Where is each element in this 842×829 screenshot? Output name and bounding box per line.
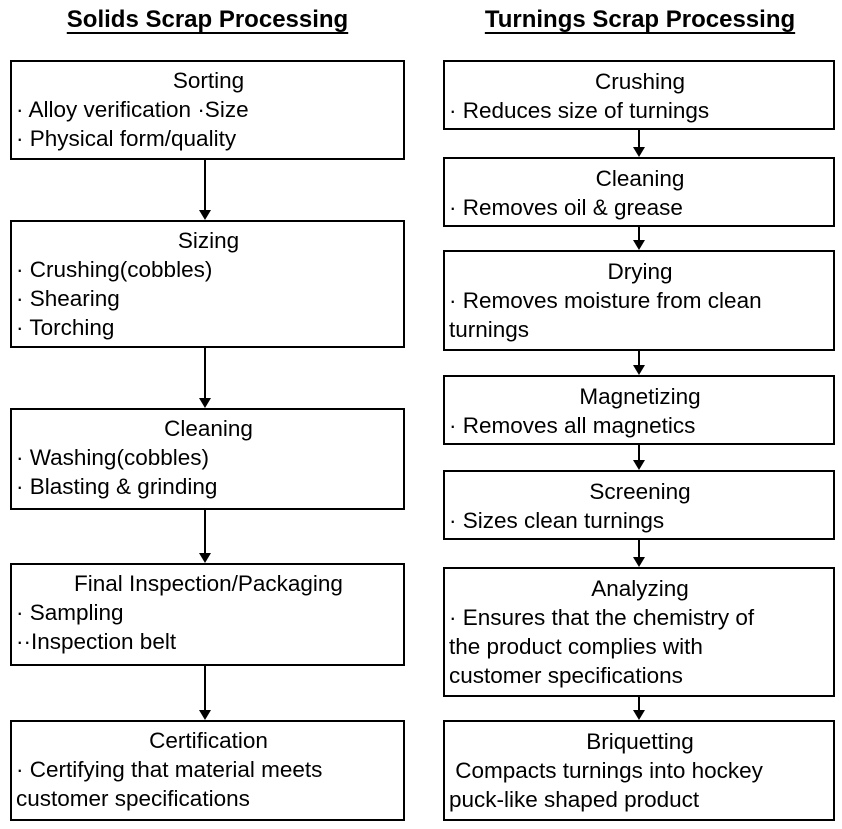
flow-arrow xyxy=(633,445,645,470)
step-detail: · Physical form/quality xyxy=(16,126,237,151)
step-final-inspection-box: Final Inspection/Packaging · Sampling ··… xyxy=(10,563,405,666)
step-title: Briquetting xyxy=(586,729,694,754)
step-analyzing-box: Analyzing · Ensures that the chemistry o… xyxy=(443,567,835,697)
step-detail: · Crushing(cobbles) xyxy=(16,257,213,282)
step-certification-box: Certification · Certifying that material… xyxy=(10,720,405,821)
flow-arrow xyxy=(199,510,211,563)
flow-arrow xyxy=(633,540,645,567)
flow-arrow xyxy=(633,351,645,375)
step-title: Certification xyxy=(149,728,268,753)
step-detail: the product complies with xyxy=(449,634,703,659)
step-screening-box: Screening · Sizes clean turnings xyxy=(443,470,835,540)
step-cleaning-turnings-box: Cleaning · Removes oil & grease xyxy=(443,157,835,227)
flow-arrow xyxy=(199,666,211,720)
step-drying-box: Drying · Removes moisture from clean tur… xyxy=(443,250,835,351)
turnings-column-title: Turnings Scrap Processing xyxy=(484,6,796,33)
flow-arrow xyxy=(633,227,645,250)
step-title: Sorting xyxy=(172,68,245,93)
step-title: Cleaning xyxy=(595,166,685,191)
step-detail: puck-like shaped product xyxy=(449,787,700,812)
step-detail: · Certifying that material meets xyxy=(16,757,323,782)
step-sizing-box: Sizing · Crushing(cobbles) · Shearing · … xyxy=(10,220,405,348)
step-detail: Compacts turnings into hockey xyxy=(449,758,763,783)
step-title: Magnetizing xyxy=(579,384,701,409)
step-detail: · Removes moisture from clean xyxy=(449,288,762,313)
step-detail: ··Inspection belt xyxy=(16,629,177,654)
step-detail: · Torching xyxy=(16,315,115,340)
flow-arrow xyxy=(199,348,211,408)
step-detail: · Sizes clean turnings xyxy=(449,508,665,533)
step-magnetizing-box: Magnetizing · Removes all magnetics xyxy=(443,375,835,445)
step-detail: · Alloy verification ·Size xyxy=(16,97,249,122)
step-title: Drying xyxy=(607,259,673,284)
step-sorting-box: Sorting · Alloy verification ·Size · Phy… xyxy=(10,60,405,160)
step-cleaning-box: Cleaning · Washing(cobbles) · Blasting &… xyxy=(10,408,405,510)
step-detail: customer specifications xyxy=(449,663,683,688)
step-detail: · Ensures that the chemistry of xyxy=(449,605,755,630)
flow-arrow xyxy=(633,130,645,157)
step-briquetting-box: Briquetting Compacts turnings into hocke… xyxy=(443,720,835,821)
step-detail: · Removes all magnetics xyxy=(449,413,696,438)
solids-column-title: Solids Scrap Processing xyxy=(66,6,349,33)
step-detail: · Washing(cobbles) xyxy=(16,445,209,470)
flow-arrow xyxy=(633,697,645,720)
step-title: Screening xyxy=(589,479,691,504)
flow-arrow xyxy=(199,160,211,220)
step-title: Final Inspection/Packaging xyxy=(74,571,343,596)
step-detail: customer specifications xyxy=(16,786,250,811)
step-detail: · Removes oil & grease xyxy=(449,195,683,220)
step-title: Analyzing xyxy=(591,576,689,601)
step-detail: · Blasting & grinding xyxy=(16,474,218,499)
step-detail: turnings xyxy=(449,317,530,342)
step-detail: · Reduces size of turnings xyxy=(449,98,710,123)
step-detail: · Sampling xyxy=(16,600,124,625)
step-crushing-box: Crushing · Reduces size of turnings xyxy=(443,60,835,130)
step-title: Sizing xyxy=(177,228,240,253)
step-detail: · Shearing xyxy=(16,286,120,311)
step-title: Cleaning xyxy=(164,416,253,441)
step-title: Crushing xyxy=(594,69,686,94)
